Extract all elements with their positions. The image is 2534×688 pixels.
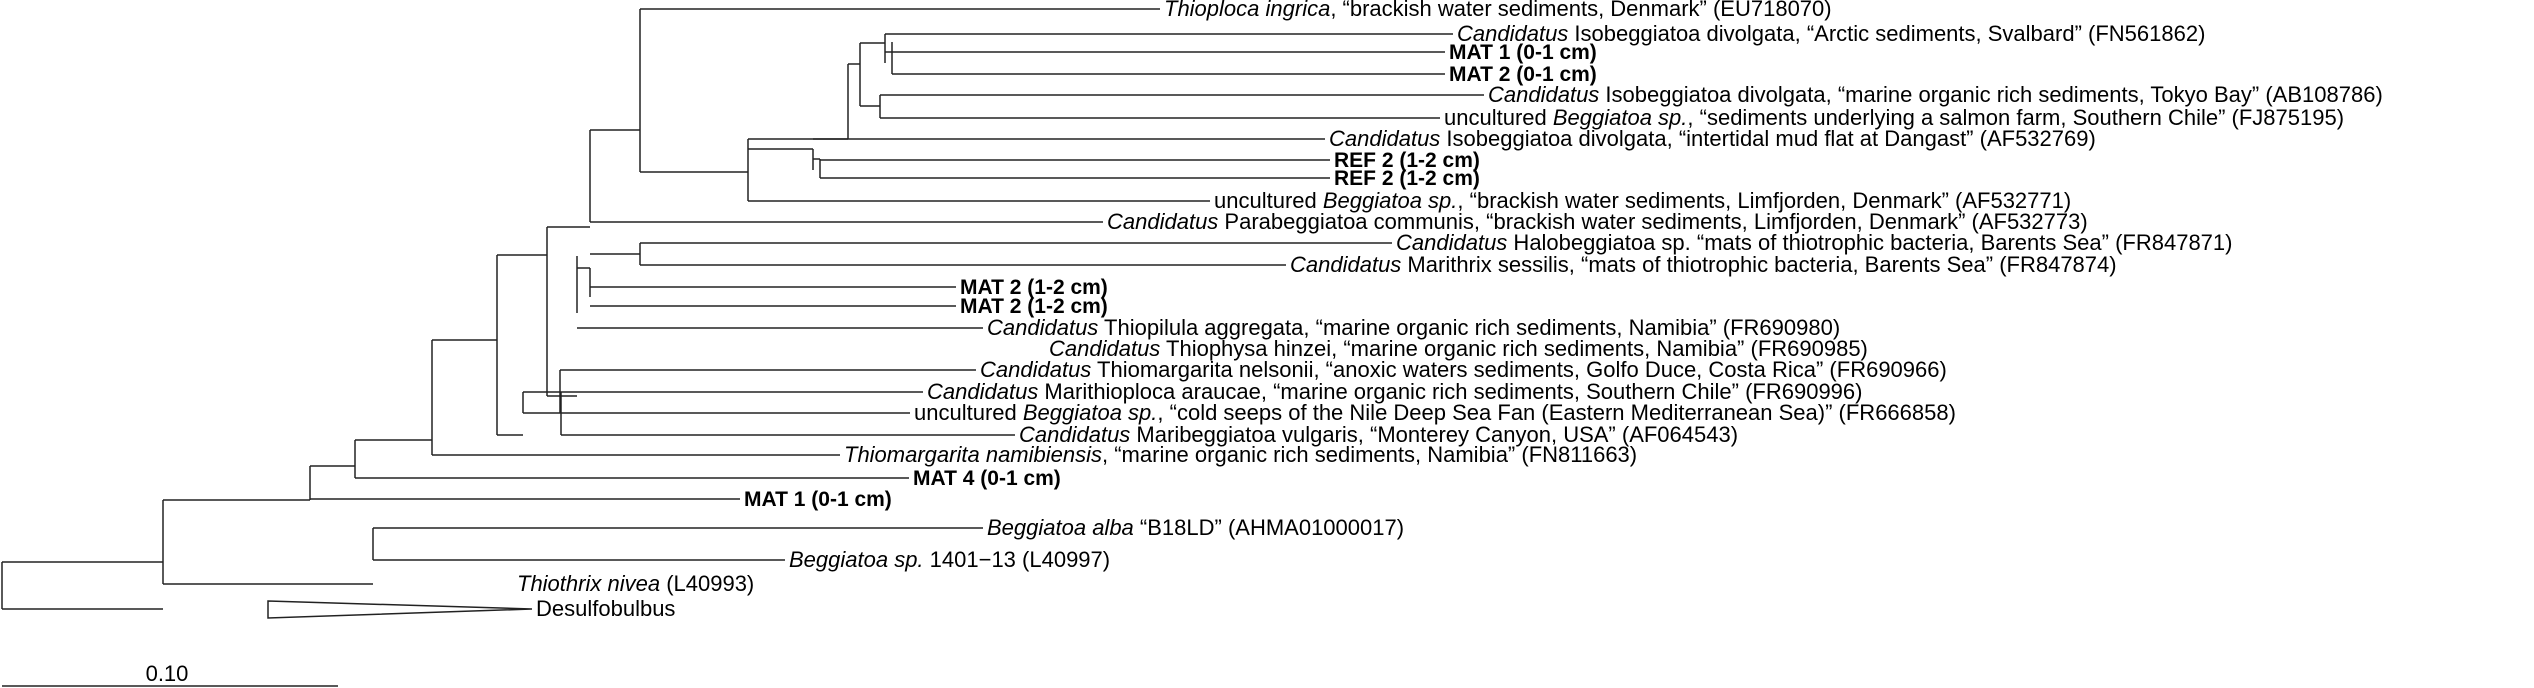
taxon-label: Beggiatoa sp. 1401−13 (L40997) [789,547,1110,572]
taxon-label: Candidatus Parabeggiatoa communis, “brac… [1107,209,2088,234]
taxon-label: Thiomargarita namibiensis, “marine organ… [844,442,1637,467]
taxon-label: MAT 2 (1-2 cm) [960,276,1108,299]
taxon-label: REF 2 (1-2 cm) [1334,149,1480,172]
taxon-label: uncultured Beggiatoa sp., “cold seeps of… [914,400,1956,425]
taxon-label: uncultured Beggiatoa sp., “brackish wate… [1214,188,2071,213]
taxon-label: Thioploca ingrica, “brackish water sedim… [1164,0,1832,21]
taxon-label: Candidatus Marithioploca araucae, “marin… [927,379,1862,404]
taxon-label: REF 2 (1-2 cm) [1334,167,1480,190]
taxon-label: MAT 2 (1-2 cm) [960,295,1108,318]
taxon-label: Candidatus Thiopilula aggregata, “marine… [987,315,1840,340]
taxon-label: Candidatus Isobeggiatoa divolgata, “mari… [1488,82,2383,107]
taxon-label: MAT 1 (0-1 cm) [1449,41,1597,64]
collapsed-clade-triangle [267,600,533,619]
taxon-label: Thiothrix nivea (L40993) [517,571,754,596]
taxon-label: MAT 4 (0-1 cm) [913,467,1061,490]
taxon-label: MAT 1 (0-1 cm) [744,488,892,511]
taxon-label: Candidatus Isobeggiatoa divolgata, “Arct… [1457,21,2205,46]
taxon-label: Candidatus Marithrix sessilis, “mats of … [1290,252,2117,277]
taxon-label: Candidatus Halobeggiatoa sp. “mats of th… [1396,230,2232,255]
scale-bar-label: 0.10 [146,661,189,686]
taxon-label: Candidatus Thiomargarita nelsonii, “anox… [980,357,1947,382]
taxon-label: Desulfobulbus [536,596,675,621]
taxon-label: MAT 2 (0-1 cm) [1449,63,1597,86]
taxon-label: Beggiatoa alba “B18LD” (AHMA01000017) [987,515,1404,540]
taxon-label: Candidatus Isobeggiatoa divolgata, “inte… [1329,126,2096,151]
taxon-label: Candidatus Thiophysa hinzei, “marine org… [1049,336,1868,361]
taxon-label: uncultured Beggiatoa sp., “sediments und… [1444,105,2344,130]
taxon-label: Candidatus Maribeggiatoa vulgaris, “Mont… [1019,422,1738,447]
